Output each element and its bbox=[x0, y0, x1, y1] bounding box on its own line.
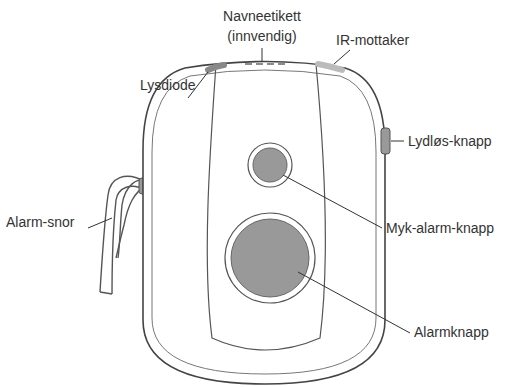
mute-button bbox=[381, 128, 390, 154]
alarm-button bbox=[231, 219, 309, 297]
soft-alarm-button bbox=[253, 148, 287, 182]
name-label-marks bbox=[245, 63, 285, 65]
part-label: Alarmknapp bbox=[414, 322, 489, 342]
led bbox=[208, 65, 224, 70]
soft-alarm-ring bbox=[248, 143, 292, 187]
device-housing bbox=[143, 62, 385, 385]
part-label: Lysdiode bbox=[140, 75, 196, 95]
alarm-ring bbox=[225, 213, 315, 303]
part-label: Myk-alarm-knapp bbox=[386, 218, 494, 238]
housing-edge bbox=[152, 70, 376, 374]
part-label: IR-mottaker bbox=[336, 30, 409, 50]
ir-receiver bbox=[318, 64, 342, 70]
part-label: Alarm-snor bbox=[6, 212, 74, 232]
part-label: Navneetikett (innvendig) bbox=[212, 6, 312, 46]
center-panel bbox=[207, 64, 325, 350]
leader-lines bbox=[88, 48, 410, 333]
part-label: Lydløs-knapp bbox=[408, 131, 492, 151]
